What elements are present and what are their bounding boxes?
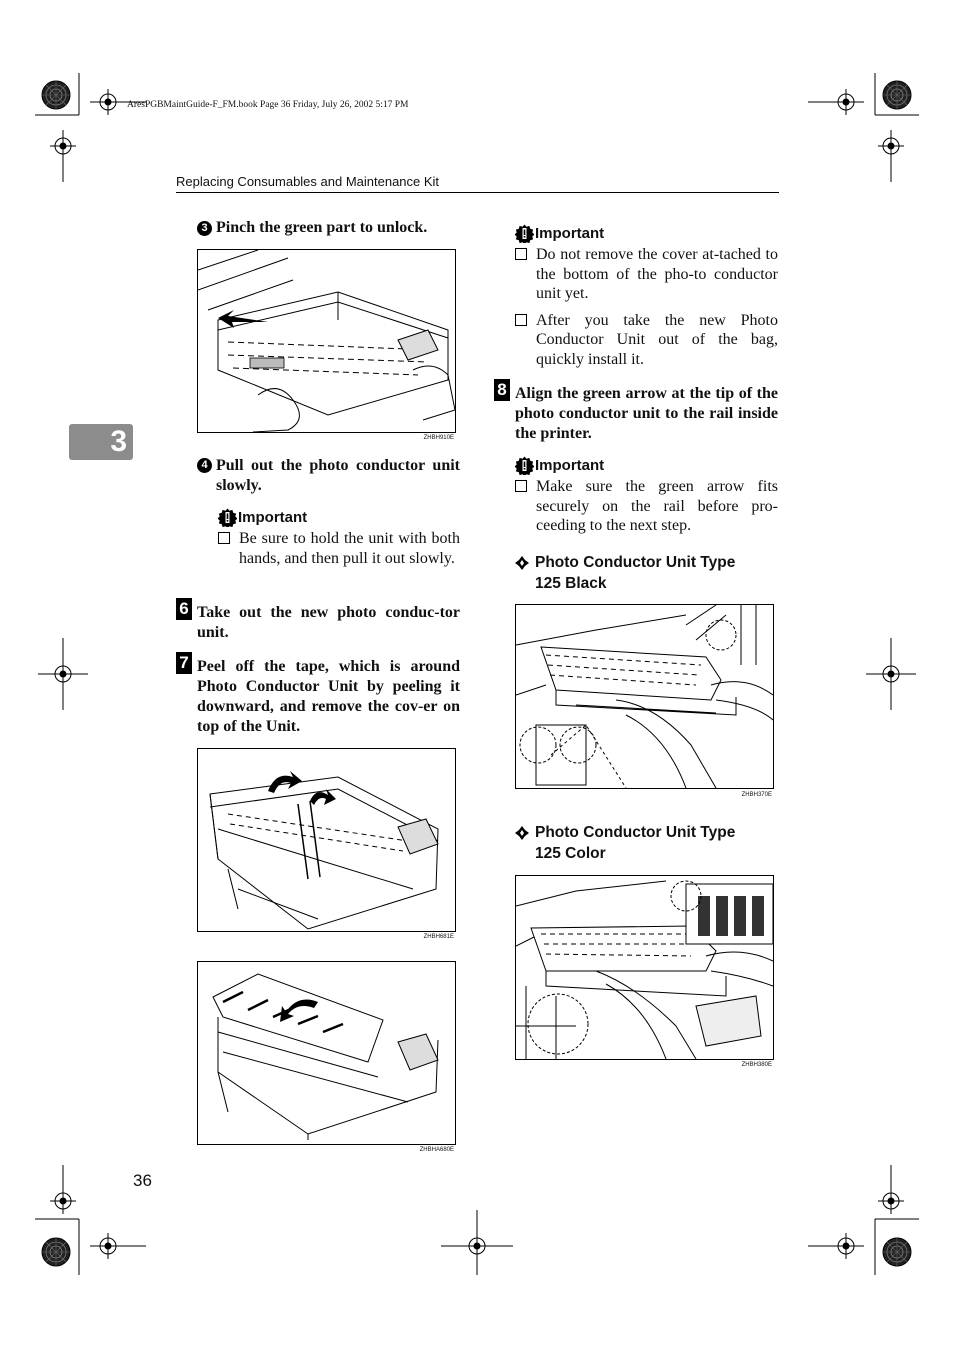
step-text: Take out the new photo conduc-tor unit. — [197, 604, 460, 641]
important-heading: Important — [218, 508, 460, 527]
substep-text: Pull out the photo conductor unit slowly… — [216, 457, 460, 494]
figure-code: ZHBH681E — [423, 934, 454, 940]
figure-remove-cover — [197, 961, 456, 1145]
important-note-3: Important Make sure the green arrow fits… — [515, 456, 778, 536]
chapter-number: 3 — [110, 425, 127, 458]
figure-peel-tape — [197, 748, 456, 932]
important-heading: Important — [515, 224, 778, 243]
important-icon — [515, 456, 534, 475]
figure-code: ZHBH380E — [741, 1062, 772, 1068]
checkbox-bullet — [515, 313, 527, 326]
checkbox-bullet — [515, 248, 527, 260]
important-label: Important — [535, 457, 605, 474]
step-6: 6 Take out the new photo conduc-tor unit… — [176, 598, 460, 643]
important-label: Important — [238, 509, 308, 526]
illustration-install-color — [516, 880, 773, 1059]
important-label: Important — [535, 225, 605, 242]
substep-number: 3 — [197, 221, 212, 236]
important-icon — [218, 508, 237, 527]
figure-code: ZHBH370E — [741, 792, 772, 798]
step-7: 7 Peel off the tape, which is around Pho… — [176, 652, 460, 737]
figure-code: ZHBH910E — [423, 435, 454, 441]
figure-code: ZHBHA680E — [419, 1147, 454, 1153]
chapter-tab: 3 — [69, 424, 133, 460]
checkbox-bullet — [515, 480, 527, 492]
illustration-remove-cover — [212, 973, 439, 1140]
step-number: 8 — [494, 379, 510, 401]
running-header: Replacing Consumables and Maintenance Ki… — [176, 174, 440, 189]
figure-pinch-green-part — [197, 249, 456, 433]
substep-3: 3 Pinch the green part to unlock. — [197, 218, 460, 238]
file-info: AresPGBMaintGuide-F_FM.book Page 36 Frid… — [127, 100, 409, 110]
diamond-bullet-icon — [515, 556, 529, 570]
illustration-install-black — [516, 605, 773, 788]
important-icon — [515, 224, 534, 243]
figure-install-black — [515, 604, 774, 789]
subhead-text: Photo Conductor Unit Type 125 Black — [535, 554, 736, 592]
subhead-black: Photo Conductor Unit Type 125 Black — [515, 552, 778, 594]
step-text: Peel off the tape, which is around Photo… — [197, 658, 460, 735]
figure-install-color — [515, 875, 774, 1060]
important-heading: Important — [515, 456, 778, 475]
substep-4: 4 Pull out the photo conductor unit slow… — [197, 456, 460, 496]
header-rule — [176, 192, 779, 193]
important-note-2: Important Do not remove the cover at-tac… — [515, 224, 778, 369]
step-8: 8 Align the green arrow at the tip of th… — [494, 379, 778, 444]
important-item: After you take the new Photo Conductor U… — [515, 311, 778, 370]
page-number: 36 — [133, 1171, 152, 1190]
step-text: Align the green arrow at the tip of the … — [515, 385, 778, 442]
subhead-text: Photo Conductor Unit Type 125 Color — [535, 824, 736, 862]
subhead-color: Photo Conductor Unit Type 125 Color — [515, 822, 778, 864]
substep-number: 4 — [197, 458, 212, 473]
important-item: Make sure the green arrow fits securely … — [515, 477, 778, 536]
important-note-1: Important Be sure to hold the unit with … — [218, 508, 460, 568]
important-item: Be sure to hold the unit with both hands… — [218, 529, 460, 568]
illustration-peel-tape — [209, 771, 439, 930]
step-number: 7 — [176, 652, 192, 674]
substep-text: Pinch the green part to unlock. — [216, 219, 428, 236]
important-item: Do not remove the cover at-tached to the… — [515, 245, 778, 304]
illustration-pinch — [198, 250, 455, 432]
step-number: 6 — [176, 598, 192, 620]
diamond-bullet-icon — [515, 826, 529, 840]
checkbox-bullet — [218, 532, 230, 544]
